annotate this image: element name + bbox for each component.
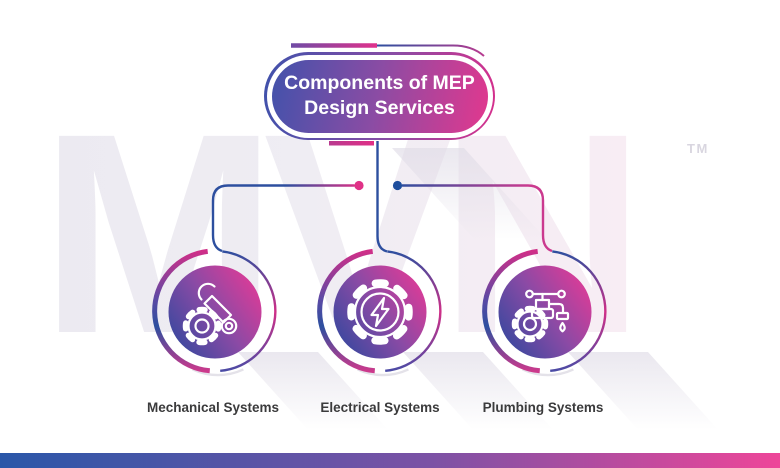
trademark-symbol: TM: [687, 141, 709, 156]
ring-bottom-shadow: [192, 368, 244, 377]
footer-gradient-bar: [0, 453, 780, 468]
node-label-mechanical: Mechanical Systems: [146, 400, 280, 415]
node-circle-plumbing: [498, 265, 592, 359]
ring-arc-right: [220, 250, 277, 372]
title-line-1: Components of MEP: [284, 71, 475, 94]
ring-arc-right: [550, 250, 607, 372]
node-mechanical: [152, 248, 277, 377]
ring-bottom-shadow: [522, 368, 574, 377]
node-label-plumbing: Plumbing Systems: [482, 400, 604, 415]
ring-arc-left: [482, 248, 541, 374]
node-electrical: [317, 248, 442, 377]
title-pill: Components of MEP Design Services: [264, 52, 495, 140]
ring-arc-left: [317, 248, 376, 374]
ring-arc-left: [152, 248, 211, 374]
title-line-2: Design Services: [304, 97, 455, 119]
title-pill-fill: Components of MEP Design Services: [271, 59, 488, 133]
title-pill-gap: Components of MEP Design Services: [266, 54, 493, 138]
node-label-electrical: Electrical Systems: [320, 400, 440, 415]
ring-bottom-shadow: [357, 368, 409, 377]
node-circle-electrical: [333, 265, 427, 359]
node-plumbing: [482, 248, 607, 377]
wrench-gear-icon: [182, 282, 238, 346]
faucet-gear-icon: [511, 289, 570, 343]
ring-arc-right: [385, 250, 442, 372]
gear-lightning-icon: [347, 279, 413, 345]
